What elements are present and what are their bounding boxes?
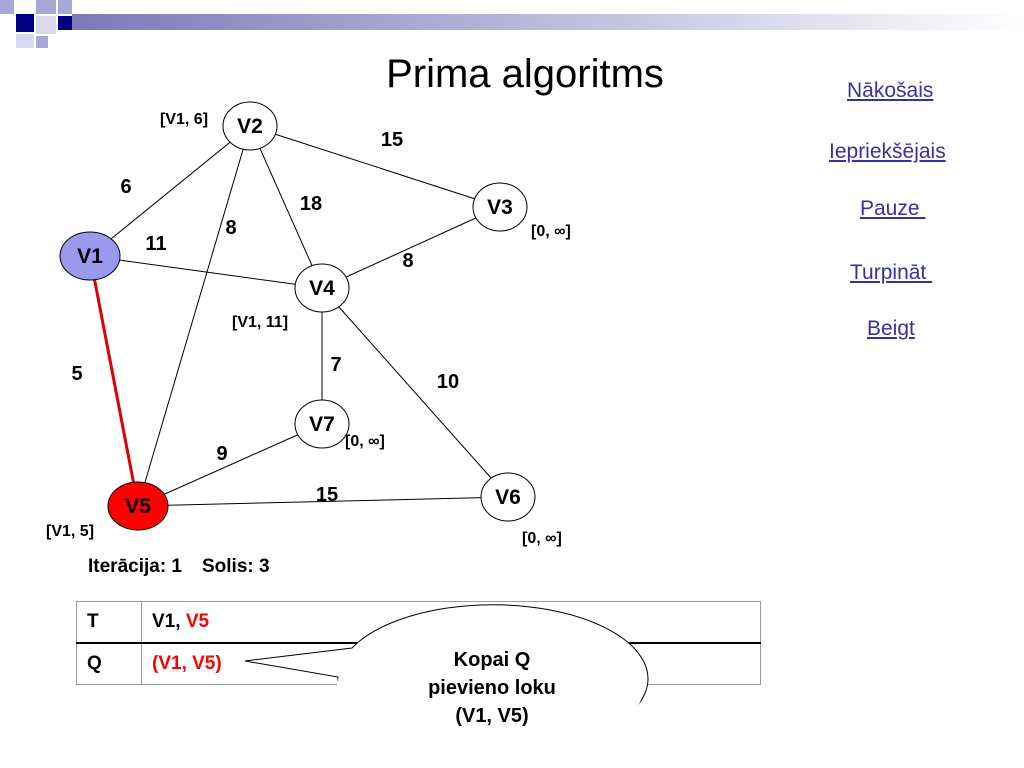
node-label: V2 <box>237 115 263 138</box>
set-value-plain: V1, <box>152 611 186 632</box>
edge-weight-label: 7 <box>330 354 341 376</box>
node-state-label: [V1, 5] <box>46 523 94 540</box>
node-state-label: [0, ∞] <box>531 223 571 240</box>
pause-link[interactable]: Pauze <box>860 197 926 220</box>
set-value-new: V5 <box>185 611 210 632</box>
step-label: Solis: 3 <box>202 556 270 577</box>
header-band <box>72 14 1024 30</box>
finish-link[interactable]: Beigt <box>867 317 915 340</box>
node-state-label: [V1, 6] <box>160 111 208 128</box>
node-state-label: [0, ∞] <box>345 433 385 450</box>
edge-v3-v4 <box>321 206 501 289</box>
node-label: V6 <box>495 486 521 509</box>
slide-title: Prima algoritms <box>386 52 664 96</box>
node-label: V4 <box>309 277 335 300</box>
node-label: V7 <box>309 413 335 436</box>
edge-v5-v7 <box>137 423 323 507</box>
deco-square <box>0 0 14 14</box>
edge-v2-v3 <box>249 125 501 208</box>
node-label: V1 <box>77 245 103 268</box>
deco-square <box>16 34 34 48</box>
node-v7 <box>294 399 350 449</box>
edge-weight-label: 5 <box>71 363 82 385</box>
continue-link[interactable]: Turpināt <box>850 261 933 284</box>
set-name-cell: Q <box>76 642 142 685</box>
edge-weight-label: 15 <box>381 129 403 151</box>
node-v5 <box>107 481 169 531</box>
edge-weight-label: 18 <box>300 193 322 215</box>
edge-v1-v5 <box>88 255 140 507</box>
node-v6 <box>480 472 536 522</box>
edge-weight-label: 11 <box>145 233 166 255</box>
edge-v4-v6 <box>321 287 509 498</box>
deco-square <box>36 0 56 14</box>
edge-weight-label: 10 <box>437 371 459 393</box>
node-v2 <box>222 101 278 151</box>
edge-v5-v6 <box>137 496 509 507</box>
node-label: V5 <box>125 495 151 518</box>
node-state-label: [0, ∞] <box>522 530 562 547</box>
edge-v1-v2 <box>89 125 251 257</box>
callout-text-line: pievieno loku <box>428 677 556 699</box>
previous-link[interactable]: Iepriekšējais <box>829 140 946 163</box>
next-link[interactable]: Nākošais <box>847 79 934 102</box>
iteration-status: Iterācija: 1 Solis: 3 <box>88 556 290 578</box>
node-v3 <box>472 182 528 232</box>
edge-v2-v5 <box>137 125 251 507</box>
edge-v1-v4 <box>89 255 323 289</box>
corner-decoration <box>0 0 1024 48</box>
deco-square <box>16 14 34 32</box>
edge-v2-v4 <box>249 125 323 289</box>
edge-weight-label: 8 <box>225 217 236 239</box>
node-v4 <box>294 263 350 313</box>
deco-square <box>58 0 72 14</box>
callout-text-line: Kopai Q <box>454 649 531 671</box>
edge-weight-label: 8 <box>402 250 413 272</box>
edge-weight-label: 9 <box>216 443 227 465</box>
deco-square <box>58 16 72 30</box>
set-value-new: (V1, V5) <box>152 653 222 674</box>
node-v1 <box>59 231 121 281</box>
callout-text-line: (V1, V5) <box>455 705 528 727</box>
node-label: V3 <box>487 196 513 219</box>
edge-weight-label: 6 <box>120 176 131 198</box>
node-state-label: [V1, 11] <box>232 314 288 331</box>
edge-weight-label: 15 <box>316 484 338 506</box>
deco-square <box>36 16 56 34</box>
iteration-label: Iterācija: 1 <box>88 556 182 577</box>
deco-square <box>36 36 48 48</box>
callout-fill <box>337 616 643 760</box>
